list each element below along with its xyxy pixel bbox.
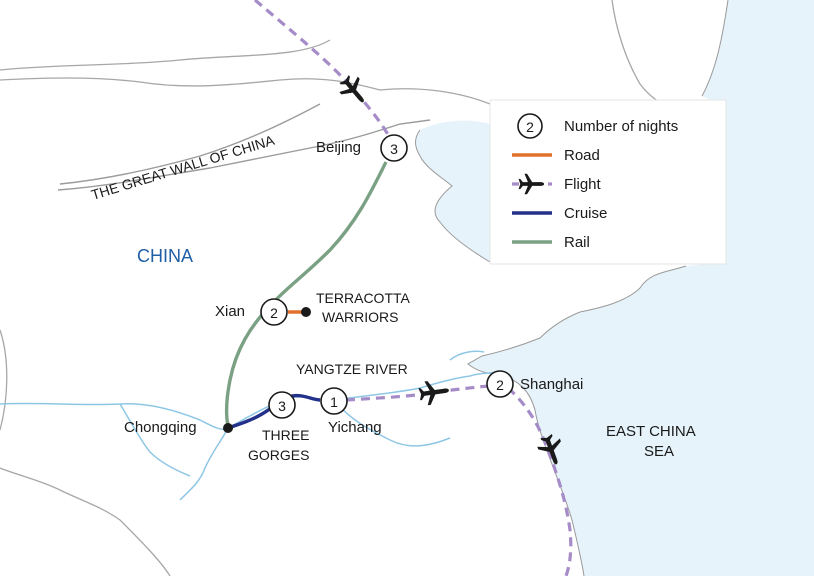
rivers [0, 350, 499, 501]
flight-route-into-beijing [253, 0, 394, 143]
three-gorges-label-2: GORGES [248, 447, 309, 463]
svg-text:2: 2 [496, 377, 504, 393]
terracotta-warriors-label: TERRACOTTA [316, 290, 411, 306]
flight-route-yichang-shanghai [345, 384, 493, 402]
country-label: CHINA [137, 246, 193, 266]
svg-text:2: 2 [526, 119, 534, 135]
beijing-label: Beijing [316, 139, 361, 156]
three-gorges-label: THREE [262, 427, 309, 443]
svg-text:2: 2 [270, 305, 278, 321]
sea-label-2: SEA [644, 443, 674, 460]
route [224, 0, 573, 577]
terracotta-warriors-label-2: WARRIORS [322, 309, 398, 325]
flight-route-out-of-shanghai [506, 386, 573, 577]
chongqing-marker [223, 423, 233, 433]
sea-label: EAST CHINA [606, 423, 696, 440]
terracotta-warriors-marker [301, 307, 311, 317]
legend-cruise-label: Cruise [564, 205, 607, 222]
shanghai-label: Shanghai [520, 376, 583, 393]
shanghai-nights-badge: 2 [486, 370, 514, 398]
legend-nights-label: Number of nights [564, 118, 678, 135]
yichang-label: Yichang [328, 419, 382, 436]
legend-rail-label: Rail [564, 234, 590, 251]
legend-nights-icon: 2 [517, 113, 543, 139]
svg-text:3: 3 [278, 398, 286, 414]
plane-icon [417, 378, 451, 407]
bohai-sea [415, 120, 490, 262]
great-wall-label: THE GREAT WALL OF CHINA [89, 132, 277, 203]
legend: 2 Number of nights Road Flight Cruise Ra… [489, 99, 727, 265]
borders [0, 0, 701, 577]
east-china-sea [468, 0, 814, 576]
legend-road-label: Road [564, 147, 600, 164]
svg-text:1: 1 [330, 394, 338, 410]
beijing-nights-badge: 3 [380, 134, 408, 162]
xian-label: Xian [215, 303, 245, 320]
yangtze-river-label: YANGTZE RIVER [296, 361, 408, 377]
legend-flight-label: Flight [564, 176, 602, 193]
great-wall [57, 103, 431, 191]
svg-text:3: 3 [390, 141, 398, 157]
yichang-nights-badge: 1 [320, 387, 348, 415]
chongqing-label: Chongqing [124, 419, 197, 436]
three-gorges-nights-badge: 3 [268, 391, 296, 419]
xian-nights-badge: 2 [260, 298, 288, 326]
